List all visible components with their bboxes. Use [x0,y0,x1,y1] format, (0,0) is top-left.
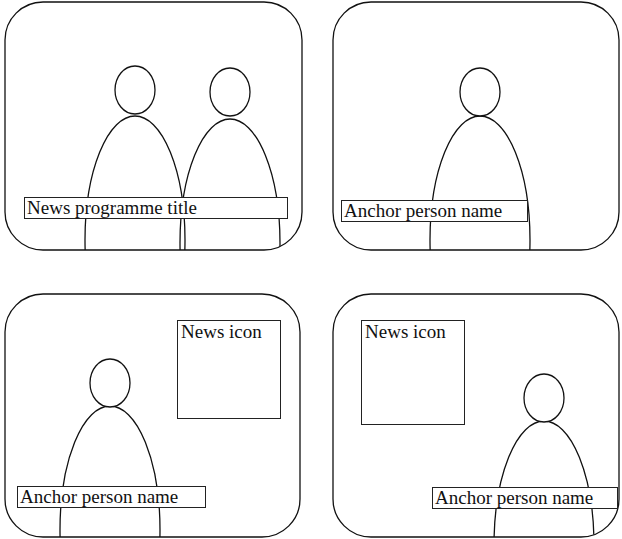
caption-text: News programme title [27,198,285,218]
screen-frame [333,294,619,537]
caption-box: Anchor person name [17,486,206,508]
icon-box: News icon [177,320,281,419]
caption-text: Anchor person name [435,488,615,508]
caption-text: Anchor person name [20,487,203,507]
caption-box: News programme title [24,197,288,219]
caption-text: Anchor person name [344,201,525,221]
screen-frame [333,2,619,250]
anchor-figure [494,374,594,537]
caption-text: News icon [181,322,277,342]
icon-box: News icon [361,320,465,425]
screen-frame [5,2,302,250]
caption-box: Anchor person name [432,487,618,509]
anchor-figure [60,359,160,537]
anchor-figure [430,68,530,250]
anchor-figures [85,66,280,250]
caption-box: Anchor person name [341,200,528,222]
screen-frame [5,294,300,537]
caption-text: News icon [365,322,461,342]
